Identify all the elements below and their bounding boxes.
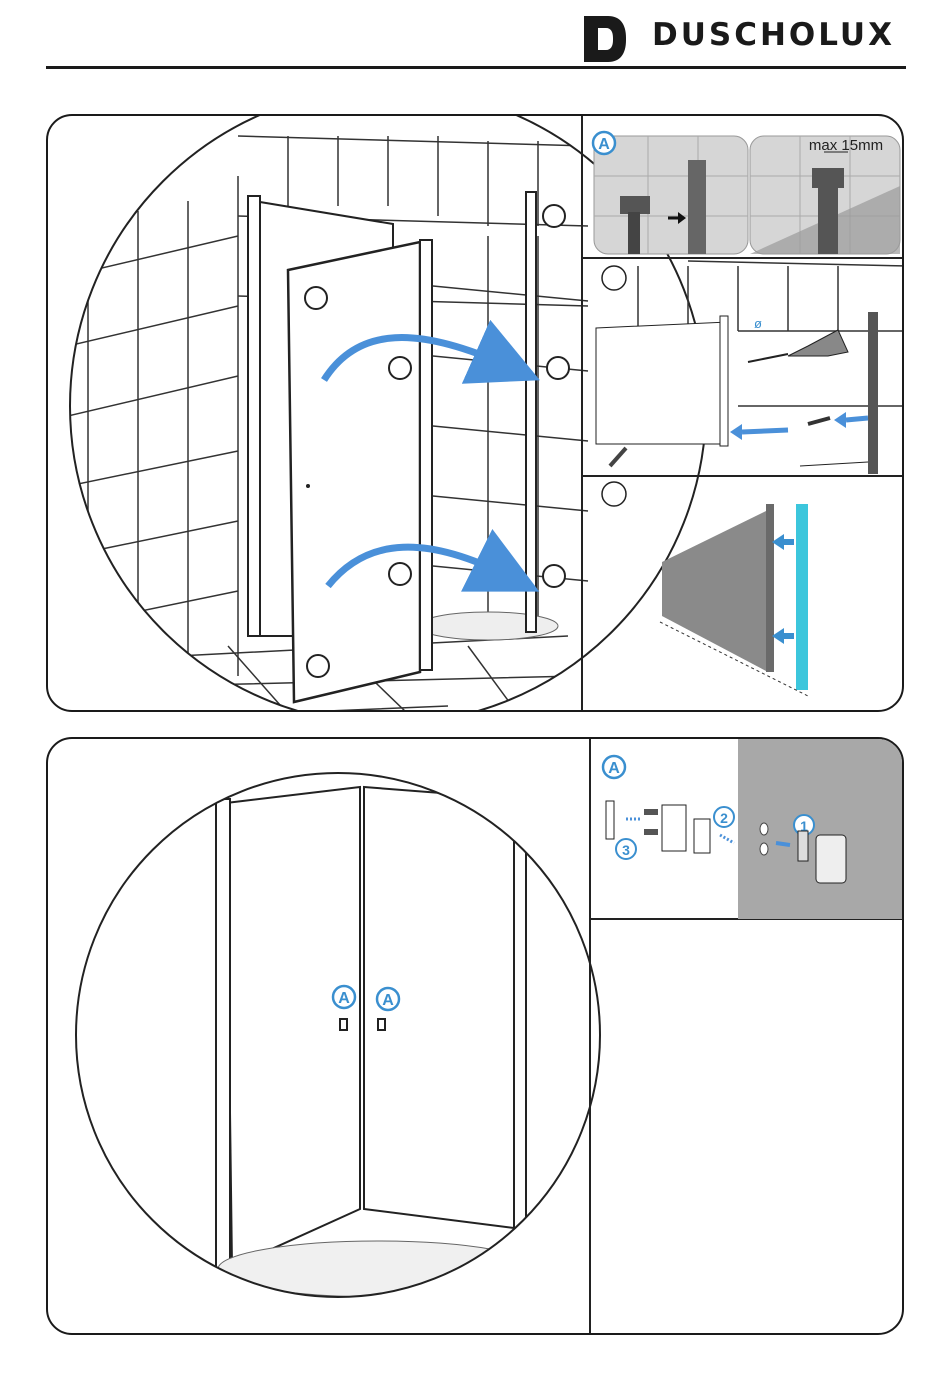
top-illustration: A max 15mm ø <box>48 116 904 712</box>
detail-glass-profile <box>602 482 808 696</box>
header-rule <box>46 66 906 69</box>
detail-a-profile-insert: A max 15mm <box>593 132 900 254</box>
shower-doors-scene: A A <box>48 739 648 1335</box>
duscholux-d-logo-icon <box>582 14 628 64</box>
instruction-panel-bottom: A A A 3 2 1 <box>46 737 904 1335</box>
instruction-panel-top: A max 15mm ø <box>46 114 904 712</box>
step-number-3: 3 <box>622 842 630 858</box>
page-header: DUSCHOLUX <box>0 0 950 72</box>
step-number-2: 2 <box>720 810 728 826</box>
detail-a-magnet-assembly: A 3 2 1 <box>603 739 904 919</box>
max-gap-label: max 15mm <box>809 137 883 154</box>
bottom-illustration: A A A 3 2 1 <box>48 739 904 1335</box>
detail-a-marker-bottom: A <box>608 760 620 777</box>
brand-name: DUSCHOLUX <box>652 17 895 53</box>
door-marker-right: A <box>382 992 394 1009</box>
detail-drill-wall: ø <box>596 261 904 474</box>
shower-install-scene <box>48 116 588 712</box>
diameter-symbol: ø <box>754 316 762 331</box>
detail-a-marker: A <box>598 136 610 153</box>
door-marker-left: A <box>338 990 350 1007</box>
